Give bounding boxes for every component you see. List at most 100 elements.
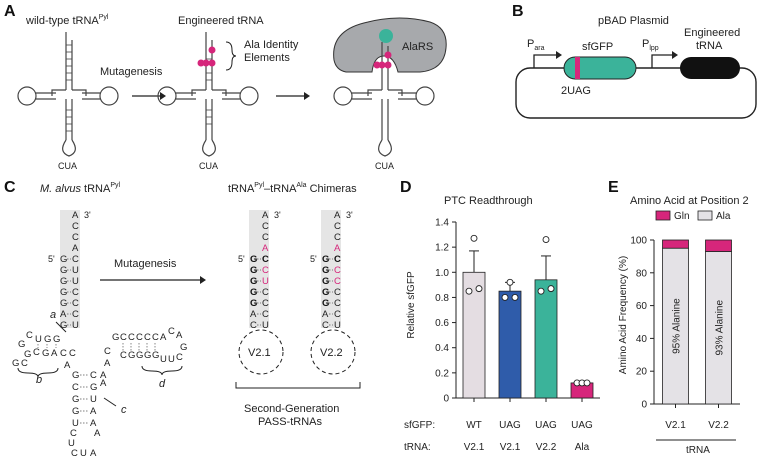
panel-letter-b: B [512,3,524,20]
nucleotide: G [322,287,329,298]
panel-letter-a: A [4,3,16,20]
svg-text:C: C [104,346,111,357]
nucleotide: C [334,309,341,320]
chart-e-ylabel: Amino Acid Frequency (%) [618,256,629,374]
nucleotide: A [262,243,269,254]
y-tick-label: 1.2 [435,243,449,254]
svg-text:A: A [64,360,71,371]
plpp-promoter-arrow [651,54,672,68]
arrow-c-head [200,276,206,284]
five-prime-label: 5' [238,254,245,264]
chart-d-ylabel: Relative sfGFP [406,271,417,339]
alars-label: AlaRS [402,41,433,53]
bar-annotation: 95% Alanine [672,298,683,354]
data-point [475,285,483,293]
y-tick-label: 0.2 [435,368,449,379]
svg-text:A: A [94,428,101,439]
svg-text:U: U [90,394,97,405]
svg-text:G: G [180,342,187,353]
svg-text:U: U [168,354,175,365]
nucleotide: U [262,276,269,287]
nucleotide: G [60,276,67,287]
arrow-a-pointer [55,321,67,333]
uag-codon-marker [575,57,580,79]
data-point [511,293,519,301]
label-d: d [159,378,166,390]
legend-swatch [697,210,713,221]
svg-text:C: C [33,347,40,358]
ala-identity-label-2: Elements [244,52,290,64]
svg-text:C: C [152,332,159,343]
bar-annotation: 93% Alanine [715,300,726,356]
x-tick-label: V2.2 [708,420,729,431]
sfgfp-condition: WT [466,420,482,431]
nucleotide: A [322,309,329,320]
nucleotide: U [72,265,79,276]
legend-label: Ala [716,211,731,222]
plpp-label: Plpp [642,38,659,52]
data-point [547,285,555,293]
nucleotide: U [262,320,269,331]
svg-text:C: C [136,332,143,343]
arrow-a2-head [304,92,310,100]
svg-text:G: G [136,350,143,361]
acceptor-stem-highlight [60,210,80,328]
y-tick-label: 80 [636,268,648,279]
svg-text:C: C [144,332,151,343]
data-point [537,287,545,295]
nucleotide: G [60,254,67,265]
legend-swatch [655,210,671,221]
brace-d [141,365,183,376]
second-gen-bracket [235,382,361,389]
svg-text:G: G [53,334,60,345]
alanine-ligand [379,29,393,43]
nucleotide: G [250,276,257,287]
three-prime-label: 3' [274,210,281,220]
svg-text:U: U [68,438,75,449]
chart-e-title: Amino Acid at Position 2 [630,195,749,207]
svg-text:C: C [90,370,97,381]
chimera-title: tRNAPyl–tRNAAla Chimeras [228,182,357,195]
para-promoter-arrow [533,54,556,68]
nucleotide: C [334,221,341,232]
trna-condition: Ala [575,442,590,453]
sfgfp-condition: UAG [571,420,593,431]
svg-text:U: U [160,354,167,365]
y-tick-label: 60 [636,301,648,312]
label-c: c [121,404,127,416]
nucleotide: C [334,232,341,243]
nucleotide: A [334,243,341,254]
five-prime-label: 5' [48,254,55,264]
nucleotide: C [72,298,79,309]
svg-text:A: A [90,418,97,429]
cua-anticodon-wt: CUA [58,161,77,171]
nucleotide: C [262,254,269,265]
engineered-gene-label-1: Engineered [684,27,740,39]
engineered-trna-gene [680,57,740,79]
nucleotide: C [334,298,341,309]
three-prime-label: 3' [346,210,353,220]
svg-text:G: G [152,350,159,361]
v21-stem-highlight [249,210,269,328]
engineered-trna-label: Engineered tRNA [178,15,264,27]
nucleotide: C [334,276,341,287]
svg-text:U: U [80,448,87,459]
nucleotide: G [322,254,329,265]
svg-text:G: G [72,394,79,405]
nucleotide: G [60,298,67,309]
svg-text:G: G [90,382,97,393]
chart-e-xlabel: tRNA [686,445,710,456]
sfgfp-condition: UAG [535,420,557,431]
y-tick-label: 100 [630,236,647,247]
brace-b [17,367,59,378]
nucleotide: G [250,265,257,276]
nucleotide: G [250,298,257,309]
data-point [583,379,591,387]
nucleotide: C [72,254,79,265]
y-tick-label: 1.4 [435,218,449,229]
para-label: Para [527,38,545,52]
y-tick-label: 0.4 [435,343,449,354]
